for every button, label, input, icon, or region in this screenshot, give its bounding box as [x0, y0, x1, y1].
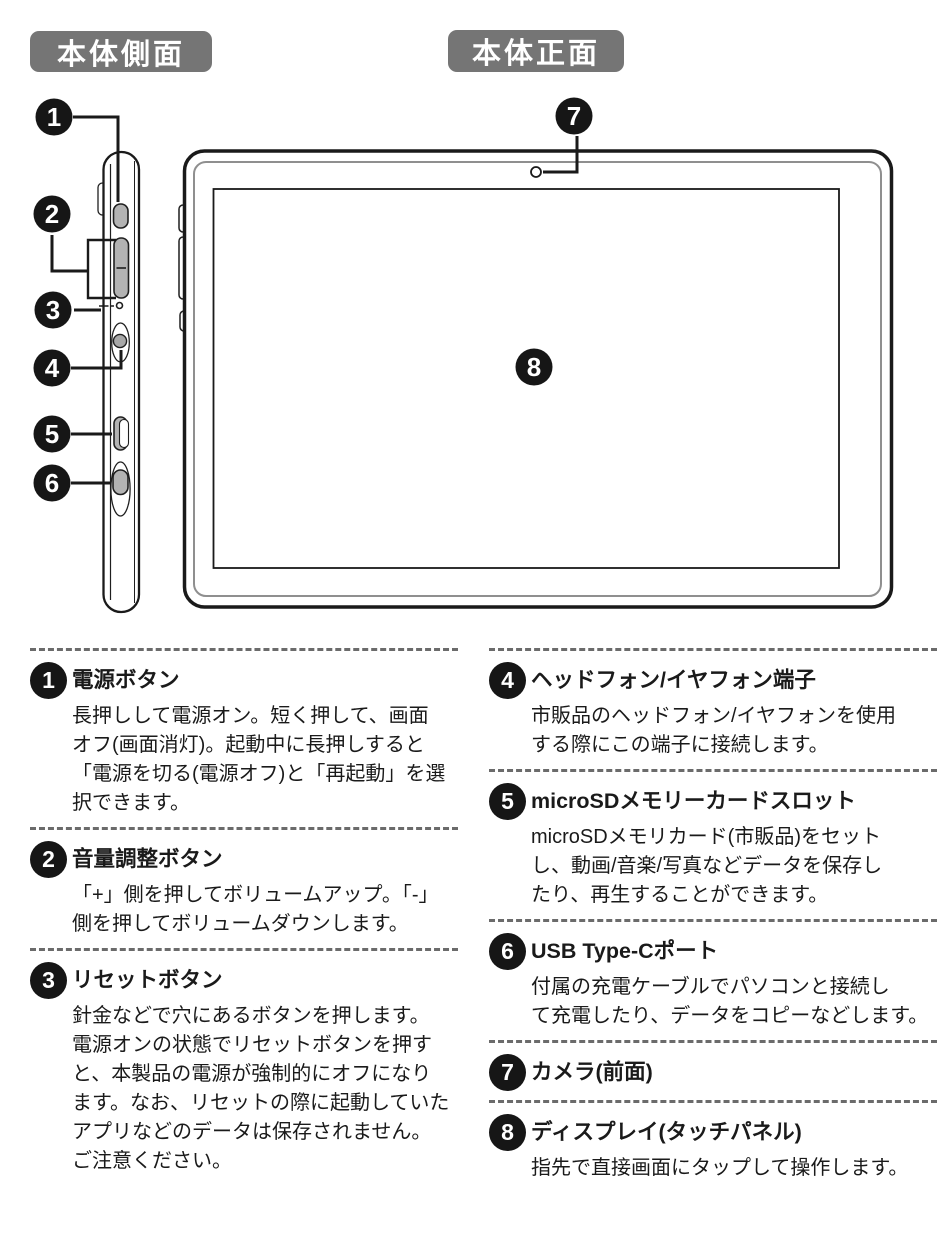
item-title: カメラ(前面) — [531, 1060, 653, 1084]
leader-7 — [543, 136, 579, 174]
svg-text:1: 1 — [47, 102, 61, 132]
dashed-divider — [489, 919, 937, 922]
description-column-right: 4 ヘッドフォン/イヤフォン端子 市販品のヘッドフォン/イヤフォンを使用 する際… — [489, 648, 937, 1192]
dashed-divider — [489, 648, 937, 651]
item-title: microSDメモリーカードスロット — [531, 789, 856, 813]
svg-text:4: 4 — [45, 353, 60, 383]
item-number-badge: 7 — [489, 1054, 526, 1091]
callout-badge-4: 4 — [33, 349, 71, 387]
item-number-badge: 6 — [489, 933, 526, 970]
callout-badge-5: 5 — [33, 415, 71, 453]
reset-hole-drawing — [115, 301, 124, 310]
item-title: USB Type-Cポート — [531, 939, 719, 963]
dashed-divider — [30, 648, 458, 651]
callout-badge-8: 8 — [515, 348, 553, 386]
item-number-badge: 8 — [489, 1114, 526, 1151]
svg-text:5: 5 — [45, 419, 59, 449]
item-body: 針金などで穴にあるボタンを押します。 電源オンの状態でリセットボタンを押す と、… — [72, 1005, 450, 1172]
leader-4 — [71, 350, 123, 370]
item-title: 音量調整ボタン — [72, 847, 223, 871]
item-body: 長押しして電源オン。短く押して、画面 オフ(画面消灯)。起動中に長押しすると 「… — [72, 705, 446, 814]
item-number-badge: 2 — [30, 841, 67, 878]
item-number-badge: 5 — [489, 783, 526, 820]
svg-text:8: 8 — [527, 352, 541, 382]
item-body: microSDメモリカード(市販品)をセット し、動画/音楽/写真などデータを保… — [531, 826, 883, 906]
callout-badge-1: 1 — [35, 98, 73, 136]
microsd-slot-inner — [118, 418, 130, 449]
power-button-drawing — [112, 203, 129, 229]
item-title: リセットボタン — [72, 968, 223, 992]
desc-item-power-button: 1 電源ボタン 長押しして電源オン。短く押して、画面 オフ(画面消灯)。起動中に… — [30, 662, 458, 818]
desc-item-reset-button: 3 リセットボタン 針金などで穴にあるボタンを押します。 電源オンの状態でリセッ… — [30, 962, 458, 1176]
diagram-callout-badges: 1 2 3 4 5 6 7 8 — [33, 97, 593, 502]
dashed-divider — [30, 827, 458, 830]
desc-item-microsd-slot: 5 microSDメモリーカードスロット microSDメモリカード(市販品)を… — [489, 783, 937, 910]
item-body: 「+」側を押してボリュームアップ。「-」 側を押してボリュームダウンします。 — [72, 884, 439, 935]
front-inner-bezel — [193, 161, 882, 597]
usb-port-drawing — [112, 469, 129, 496]
item-body: 指先で直接画面にタップして操作します。 — [531, 1157, 909, 1179]
section-label-front: 本体正面 — [448, 30, 624, 72]
dashed-divider — [489, 1040, 937, 1043]
desc-item-front-camera: 7 カメラ(前面) — [489, 1054, 937, 1091]
svg-text:2: 2 — [45, 199, 59, 229]
callout-leader-lines — [50, 115, 579, 485]
callout-badge-6: 6 — [33, 464, 71, 502]
item-title: ディスプレイ(タッチパネル) — [531, 1120, 802, 1144]
desc-item-headphone-jack: 4 ヘッドフォン/イヤフォン端子 市販品のヘッドフォン/イヤフォンを使用 する際… — [489, 662, 937, 760]
svg-text:7: 7 — [567, 101, 581, 131]
svg-text:3: 3 — [46, 295, 60, 325]
headphone-jack-drawing — [112, 333, 128, 349]
leader-1 — [73, 115, 120, 202]
description-column-left: 1 電源ボタン 長押しして電源オン。短く押して、画面 オフ(画面消灯)。起動中に… — [30, 648, 458, 1185]
desc-item-volume-button: 2 音量調整ボタン 「+」側を押してボリュームアップ。「-」 側を押してボリュー… — [30, 841, 458, 939]
item-number-badge: 1 — [30, 662, 67, 699]
item-title: 電源ボタン — [72, 668, 180, 692]
callout-badge-2: 2 — [33, 195, 71, 233]
device-diagram: 1 2 3 4 5 6 7 8 — [33, 97, 894, 614]
desc-item-display: 8 ディスプレイ(タッチパネル) 指先で直接画面にタップして操作します。 — [489, 1114, 937, 1183]
tablet-side-view — [97, 150, 141, 614]
item-number-badge: 3 — [30, 962, 67, 999]
section-label-side: 本体側面 — [30, 31, 212, 72]
item-number-badge: 4 — [489, 662, 526, 699]
item-body: 市販品のヘッドフォン/イヤフォンを使用 する際にこの端子に接続します。 — [531, 705, 896, 756]
desc-item-usb-type-c: 6 USB Type-Cポート 付属の充電ケーブルでパソコンと接続し て充電した… — [489, 933, 937, 1031]
leader-2-bracket — [86, 238, 116, 300]
callout-badge-3: 3 — [34, 291, 72, 329]
dashed-divider — [489, 1100, 937, 1103]
callout-badge-7: 7 — [555, 97, 593, 135]
item-body: 付属の充電ケーブルでパソコンと接続し て充電したり、データをコピーなどします。 — [531, 976, 929, 1027]
leader-2 — [50, 235, 88, 273]
dashed-divider — [489, 769, 937, 772]
svg-text:6: 6 — [45, 468, 59, 498]
front-camera-drawing — [530, 166, 542, 178]
dashed-divider — [30, 948, 458, 951]
item-title: ヘッドフォン/イヤフォン端子 — [531, 668, 816, 692]
